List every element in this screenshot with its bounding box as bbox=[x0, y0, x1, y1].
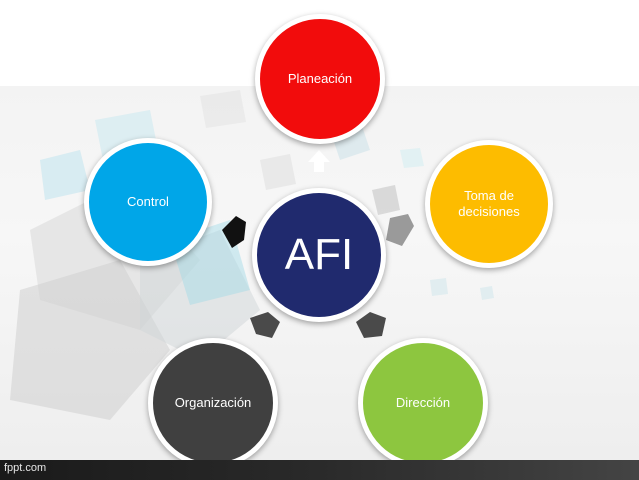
node-organizacion-label: Organización bbox=[174, 395, 252, 410]
arrow-bottom-right bbox=[356, 312, 386, 338]
node-toma-de-decisiones-label: Toma de decisiones bbox=[458, 188, 520, 219]
node-planeacion: Planeación bbox=[255, 14, 385, 144]
center-node-label: AFI bbox=[284, 230, 354, 279]
arrow-bottom-left bbox=[250, 312, 280, 338]
center-node-afi: AFI bbox=[252, 188, 386, 322]
node-planeacion-label: Planeación bbox=[287, 71, 353, 86]
arrow-up bbox=[308, 150, 330, 172]
arrow-left bbox=[222, 216, 246, 248]
arrow-right-top bbox=[386, 214, 414, 246]
node-organizacion: Organización bbox=[148, 338, 278, 468]
node-control: Control bbox=[84, 138, 212, 266]
node-control-label: Control bbox=[127, 194, 169, 209]
footer-watermark: fppt.com bbox=[4, 462, 47, 474]
footer-bar: fppt.com bbox=[0, 460, 639, 480]
node-toma-de-decisiones: Toma de decisiones bbox=[425, 140, 553, 268]
node-direccion-label: Dirección bbox=[395, 395, 451, 410]
node-direccion: Dirección bbox=[358, 338, 488, 468]
